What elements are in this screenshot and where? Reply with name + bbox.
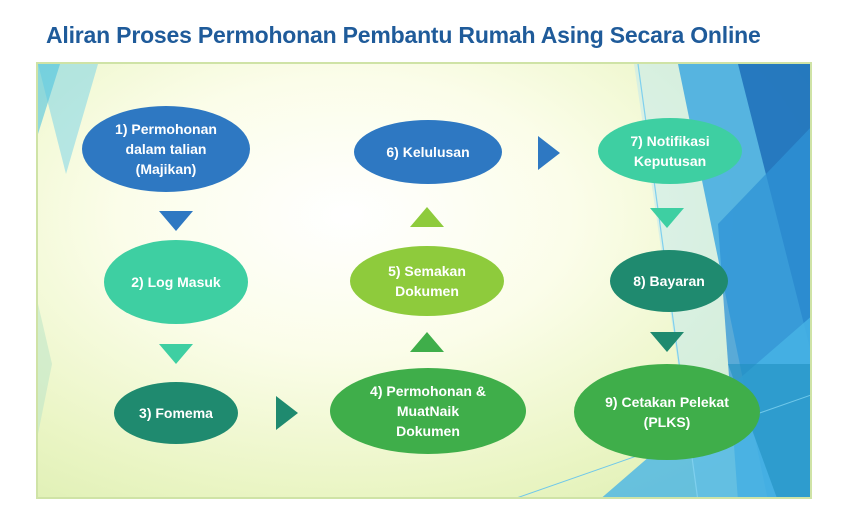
step-1-node: 1) Permohonan dalam talian (Majikan): [82, 106, 250, 192]
step-8-node: 8) Bayaran: [610, 250, 728, 312]
step-8-label: 8) Bayaran: [633, 273, 705, 289]
step-2-node: 2) Log Masuk: [104, 240, 248, 324]
arrow-1-to-2-icon: [159, 211, 193, 231]
step-5-node: 5) Semakan Dokumen: [350, 246, 504, 316]
step-1-label: 1) Permohonan dalam talian (Majikan): [115, 121, 217, 177]
step-2-label: 2) Log Masuk: [131, 274, 221, 290]
diagram-frame: 1) Permohonan dalam talian (Majikan) 2) …: [36, 62, 812, 499]
step-5-label: 5) Semakan Dokumen: [388, 263, 466, 299]
step-6-node: 6) Kelulusan: [354, 120, 502, 184]
step-6-label: 6) Kelulusan: [386, 144, 470, 160]
step-4-label: 4) Permohonan & MuatNaik Dokumen: [370, 383, 486, 439]
step-4-node: 4) Permohonan & MuatNaik Dokumen: [330, 368, 526, 454]
arrow-4-to-5-icon: [410, 332, 444, 352]
arrow-5-to-6-icon: [410, 207, 444, 227]
step-7-label: 7) Notifikasi Keputusan: [630, 133, 710, 169]
step-3-node: 3) Fomema: [114, 382, 238, 444]
step-7-node: 7) Notifikasi Keputusan: [598, 118, 742, 184]
arrow-2-to-3-icon: [159, 344, 193, 364]
arrow-8-to-9-icon: [650, 332, 684, 352]
arrow-3-to-4-icon: [276, 396, 298, 430]
step-9-label: 9) Cetakan Pelekat (PLKS): [605, 394, 729, 430]
step-3-label: 3) Fomema: [139, 405, 213, 421]
diagram-title: Aliran Proses Permohonan Pembantu Rumah …: [46, 22, 761, 48]
arrow-6-to-7-icon: [538, 136, 560, 170]
arrow-7-to-8-icon: [650, 208, 684, 228]
step-9-node: 9) Cetakan Pelekat (PLKS): [574, 364, 760, 460]
